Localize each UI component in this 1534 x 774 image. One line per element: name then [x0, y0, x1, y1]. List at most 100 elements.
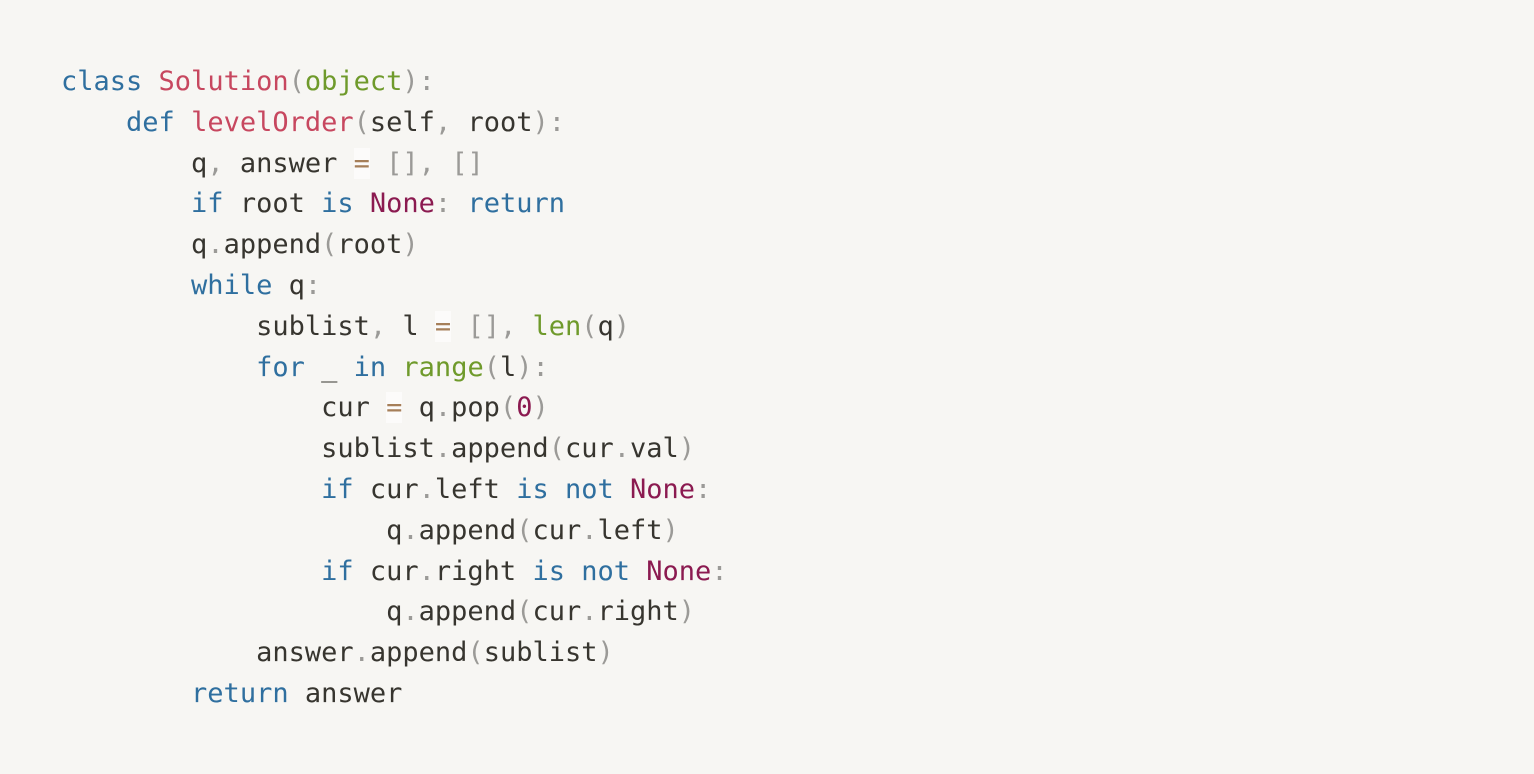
code-line: def levelOrder(self, root):: [61, 103, 728, 144]
code-line: sublist.append(cur.val): [61, 429, 728, 470]
code-token-plain: [61, 556, 321, 587]
code-token-punct: :: [711, 555, 728, 587]
code-token-plain: left: [434, 473, 517, 505]
code-token-plain: l: [386, 310, 435, 342]
code-token-punct: :: [695, 473, 712, 505]
code-token-plain: append: [369, 637, 468, 669]
code-token-operator: =: [434, 310, 452, 342]
code-token-punct: ): [662, 514, 679, 546]
code-token-keyword: return: [467, 188, 565, 220]
code-token-plain: [142, 66, 158, 97]
code-line: class Solution(object):: [61, 62, 728, 103]
code-line: sublist, l = [], len(q): [61, 307, 728, 348]
code-token-plain: q: [61, 229, 208, 261]
code-token-plain: root: [223, 188, 322, 220]
code-token-keyword: not: [564, 473, 614, 505]
code-token-plain: [61, 188, 191, 219]
code-token-punct: .: [353, 637, 370, 669]
code-token-punct: (: [353, 106, 370, 138]
code-token-punct: .: [434, 392, 452, 424]
code-token-punct: .: [418, 555, 435, 587]
code-token-plain: cur: [353, 473, 419, 505]
code-token-plain: [354, 188, 370, 219]
code-token-punct: (: [581, 310, 598, 342]
code-token-plain: [61, 270, 191, 301]
code-token-punct: ): [402, 229, 419, 261]
code-token-plain: cur: [61, 392, 387, 424]
code-token-punct: .: [418, 473, 435, 505]
code-token-punct: (: [516, 514, 533, 546]
code-token-operator: =: [353, 147, 370, 179]
code-token-plain: q: [61, 514, 403, 546]
code-token-plain: [630, 556, 646, 587]
code-line: q.append(cur.right): [61, 592, 728, 633]
code-token-keyword: is: [516, 473, 549, 505]
code-token-plain: cur: [564, 433, 614, 465]
code-token-plain: val: [630, 433, 679, 465]
code-token-builtin: len: [532, 310, 582, 342]
code-token-plain: [370, 148, 386, 179]
code-token-plain: cur: [532, 514, 582, 546]
code-token-keyword: not: [581, 555, 631, 587]
code-token-plain: q: [272, 269, 305, 301]
code-token-plain: sublist: [61, 433, 435, 465]
code-token-punct: ):: [402, 66, 435, 97]
code-token-plain: [516, 311, 532, 342]
code-token-plain: left: [597, 514, 663, 546]
code-token-keyword: if: [321, 555, 354, 587]
code-token-plain: [435, 148, 451, 179]
code-token-punct: ,: [207, 147, 224, 179]
code-token-plain: [61, 678, 191, 709]
code-token-punct: .: [434, 433, 452, 465]
code-token-plain: right: [597, 596, 679, 628]
code-line: q.append(cur.left): [61, 511, 728, 552]
code-token-punct: .: [402, 596, 419, 628]
code-token-plain: self: [369, 106, 435, 138]
code-token-punct: .: [581, 596, 598, 628]
code-line: q.append(root): [61, 225, 728, 266]
code-token-plain: cur: [532, 596, 582, 628]
code-token-plain: q: [61, 147, 208, 179]
code-token-punct: [],: [467, 310, 517, 342]
code-token-keyword: in: [353, 351, 387, 383]
code-token-punct: ,: [434, 106, 452, 138]
code-token-operator: =: [386, 392, 403, 424]
code-token-plain: answer: [223, 147, 354, 179]
code-token-plain: [565, 556, 581, 587]
code-token-punct: ): [678, 433, 696, 465]
code-line: return answer: [61, 674, 728, 715]
code-token-keyword: while: [191, 269, 273, 301]
code-token-punct: :: [304, 269, 322, 301]
code-token-plain: append: [451, 433, 549, 465]
code-line: if cur.left is not None:: [61, 470, 728, 511]
code-token-plain: [175, 107, 191, 138]
code-token-builtin: object: [304, 66, 403, 97]
code-token-punct: ):: [516, 351, 549, 383]
code-token-plain: [451, 188, 467, 219]
code-token-keyword: def: [126, 106, 175, 138]
code-token-plain: pop: [451, 392, 500, 424]
code-token-function: levelOrder: [191, 106, 354, 138]
code-token-plain: [61, 474, 321, 505]
code-token-constant: None: [630, 473, 696, 505]
code-token-punct: (: [548, 433, 565, 465]
code-token-punct: .: [207, 229, 224, 261]
code-token-punct: ): [678, 596, 696, 628]
code-token-keyword: if: [191, 188, 224, 220]
code-token-punct: (: [321, 229, 338, 261]
code-token-number: 0: [516, 392, 533, 424]
code-token-constant: None: [646, 555, 712, 587]
code-token-punct: []: [451, 147, 484, 179]
code-token-plain: sublist: [61, 310, 370, 342]
code-token-plain: q: [597, 310, 614, 342]
code-token-punct: (: [467, 637, 484, 669]
code-token-plain: [451, 311, 467, 342]
code-token-punct: [],: [386, 147, 435, 179]
code-token-punct: .: [613, 433, 630, 465]
code-token-keyword: if: [321, 473, 354, 505]
code-token-punct: (: [499, 392, 517, 424]
code-token-keyword: is: [532, 555, 565, 587]
code-token-plain: answer: [61, 637, 354, 669]
code-token-punct: (: [516, 596, 533, 628]
code-token-plain: cur: [353, 555, 419, 587]
